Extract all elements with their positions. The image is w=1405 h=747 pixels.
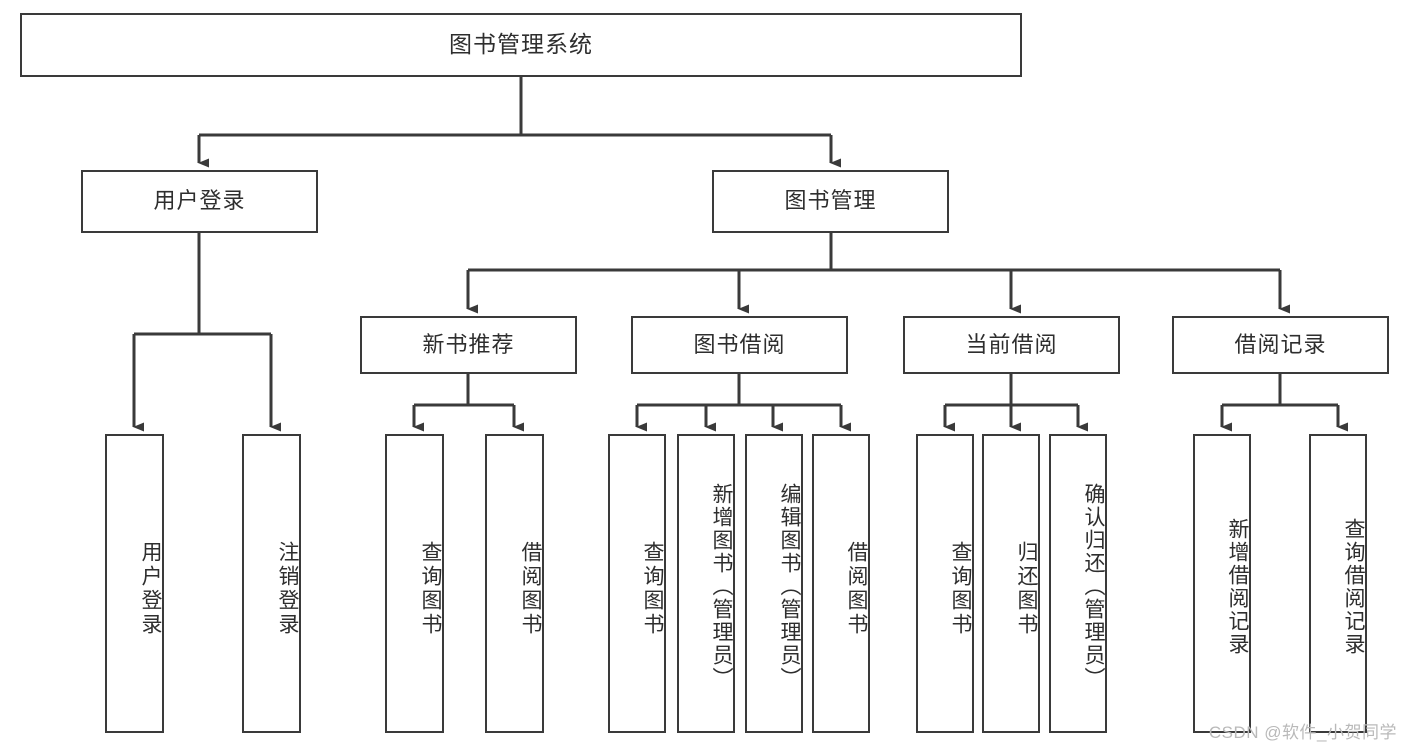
node-book-management[interactable]: 图书管理 — [712, 170, 949, 233]
leaf-user-login-logout[interactable]: 注销登录 — [242, 434, 301, 733]
node-label: 查询图书 — [641, 540, 664, 637]
node-label: 当前借阅 — [965, 331, 1058, 357]
node-new-book-recommend[interactable]: 新书推荐 — [360, 316, 577, 374]
node-label: 新增借阅记录 — [1226, 517, 1249, 656]
leaf-book-borrow-edit-book-admin[interactable]: 编辑图书（管理员） — [745, 434, 803, 733]
leaf-book-borrow-add-book-admin[interactable]: 新增图书（管理员） — [677, 434, 735, 733]
leaf-user-login-login[interactable]: 用户登录 — [105, 434, 164, 733]
node-label: 编辑图书（管理员） — [778, 483, 801, 690]
node-label: 图书管理 — [784, 188, 877, 214]
leaf-borrow-record-add-record[interactable]: 新增借阅记录 — [1193, 434, 1251, 733]
node-label: 图书管理系统 — [449, 31, 593, 58]
node-label: 查询图书 — [419, 540, 442, 637]
leaf-book-borrow-query-book[interactable]: 查询图书 — [608, 434, 666, 733]
node-label: 查询借阅记录 — [1342, 517, 1365, 656]
leaf-current-borrow-confirm-return-admin[interactable]: 确认归还（管理员） — [1049, 434, 1107, 733]
node-label: 确认归还（管理员） — [1082, 483, 1105, 690]
node-label: 借阅记录 — [1234, 331, 1327, 357]
leaf-book-borrow-borrow-book[interactable]: 借阅图书 — [812, 434, 870, 733]
node-label: 借阅图书 — [845, 540, 868, 637]
node-current-borrow[interactable]: 当前借阅 — [903, 316, 1120, 374]
leaf-new-book-borrow-book[interactable]: 借阅图书 — [485, 434, 544, 733]
node-book-borrow[interactable]: 图书借阅 — [631, 316, 848, 374]
node-user-login[interactable]: 用户登录 — [81, 170, 318, 233]
node-label: 查询图书 — [949, 540, 972, 637]
node-label: 新增图书（管理员） — [710, 483, 733, 690]
leaf-borrow-record-query-record[interactable]: 查询借阅记录 — [1309, 434, 1367, 733]
node-label: 图书借阅 — [693, 331, 786, 357]
leaf-new-book-query-book[interactable]: 查询图书 — [385, 434, 444, 733]
node-label: 归还图书 — [1015, 540, 1038, 637]
node-label: 借阅图书 — [519, 540, 542, 637]
node-label: 用户登录 — [139, 540, 162, 637]
node-label: 新书推荐 — [422, 331, 515, 357]
leaf-current-borrow-query-book[interactable]: 查询图书 — [916, 434, 974, 733]
node-label: 用户登录 — [153, 188, 246, 214]
node-label: 注销登录 — [276, 540, 299, 637]
node-root-book-management-system[interactable]: 图书管理系统 — [20, 13, 1022, 77]
node-borrow-record[interactable]: 借阅记录 — [1172, 316, 1389, 374]
leaf-current-borrow-return-book[interactable]: 归还图书 — [982, 434, 1040, 733]
